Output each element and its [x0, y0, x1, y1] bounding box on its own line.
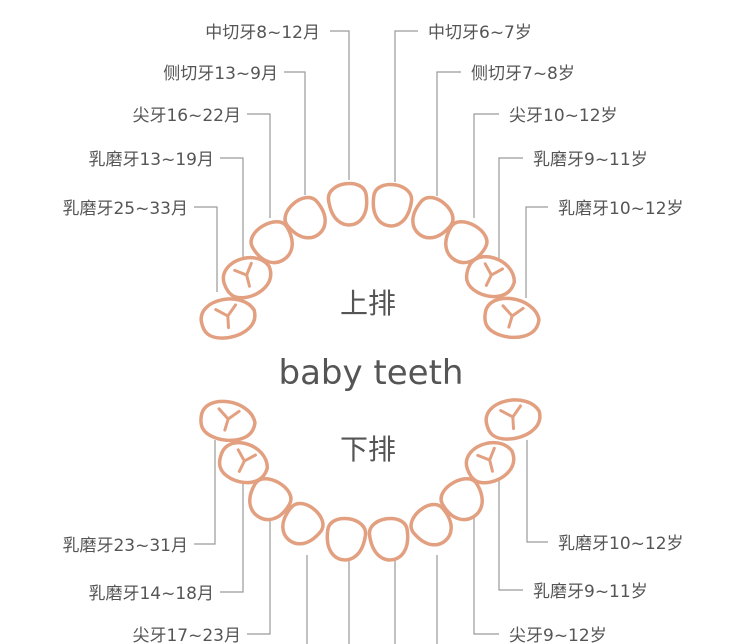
- leader-upper-right-central-incisor: [394, 30, 418, 182]
- upper-left-second-molar: [199, 297, 257, 340]
- leader-lower-left-canine: [247, 520, 271, 635]
- upper-left-canine: [249, 220, 294, 265]
- upper-left-canine-crown: [249, 220, 294, 265]
- upper-row-label: 上排: [340, 287, 396, 320]
- label-upper-left-first-molar: 乳磨牙13~19月: [88, 150, 214, 170]
- label-upper-right-canine: 尖牙10~12岁: [509, 106, 618, 126]
- lower-right-second-molar-groove: [499, 404, 522, 431]
- upper-left-lateral-incisor-crown: [283, 195, 327, 240]
- upper-right-lateral-incisor-crown: [411, 195, 455, 240]
- upper-right-first-molar: [464, 255, 517, 299]
- leader-lower-right-second-molar: [526, 440, 548, 543]
- upper-left-first-molar: [221, 255, 273, 300]
- label-upper-left-second-molar: 乳磨牙25~33月: [62, 199, 188, 219]
- upper-right-second-molar: [483, 296, 541, 340]
- label-lower-left-second-molar: 乳磨牙23~31月: [62, 536, 188, 556]
- upper-left-central-incisor-crown: [326, 181, 369, 227]
- label-upper-left-lateral-incisor: 侧切牙13~9月: [163, 64, 278, 84]
- label-lower-right-second-molar: 乳磨牙10~12岁: [558, 534, 684, 554]
- upper-right-first-molar-groove: [483, 262, 504, 287]
- lower-right-lateral-incisor: [409, 502, 453, 547]
- teeth: [199, 181, 542, 562]
- label-upper-right-first-molar: 乳磨牙9~11岁: [533, 150, 648, 170]
- label-upper-left-canine: 尖牙16~22月: [132, 106, 241, 126]
- lower-right-canine: [439, 477, 484, 522]
- label-lower-right-canine: 尖牙9~12岁: [509, 626, 607, 644]
- leader-upper-right-second-molar: [525, 206, 548, 298]
- label-upper-right-lateral-incisor: 侧切牙7~8岁: [471, 64, 575, 84]
- leader-upper-left-canine: [247, 113, 271, 218]
- lower-left-central-incisor: [325, 516, 368, 562]
- lower-left-central-incisor-crown: [325, 516, 368, 562]
- upper-left-second-molar-groove: [214, 303, 237, 330]
- leader-upper-left-lateral-incisor: [284, 71, 306, 195]
- lower-right-central-incisor: [367, 516, 410, 562]
- leader-lower-left-second-molar: [194, 440, 216, 545]
- label-lower-left-canine: 尖牙17~23月: [132, 626, 241, 644]
- upper-left-central-incisor: [326, 181, 369, 227]
- leader-lower-right-first-molar: [498, 478, 523, 591]
- label-upper-right-second-molar: 乳磨牙10~12岁: [558, 199, 684, 219]
- label-upper-right-central-incisor: 中切牙6~7岁: [428, 23, 532, 43]
- lower-left-second-molar: [199, 399, 257, 443]
- leader-upper-right-first-molar: [498, 157, 523, 262]
- label-upper-left-central-incisor: 中切牙8~12月: [205, 23, 320, 43]
- leader-upper-right-lateral-incisor: [436, 71, 461, 196]
- lower-left-lateral-incisor: [281, 501, 325, 546]
- upper-right-second-molar-groove: [501, 304, 525, 329]
- lower-row-label: 下排: [340, 433, 396, 466]
- leader-upper-left-second-molar: [194, 206, 218, 292]
- upper-left-lateral-incisor: [283, 195, 327, 240]
- lower-right-first-molar-groove: [476, 446, 496, 473]
- lower-right-lateral-incisor-crown: [409, 502, 453, 547]
- label-lower-left-first-molar: 乳磨牙14~18月: [88, 584, 214, 604]
- lower-right-canine-crown: [439, 477, 484, 522]
- leader-lower-left-first-molar: [220, 478, 244, 593]
- lower-right-second-molar: [484, 398, 542, 441]
- lower-right-central-incisor-crown: [367, 516, 410, 562]
- leader-upper-right-canine: [473, 113, 499, 218]
- lower-left-canine: [248, 477, 293, 522]
- leader-lines: [194, 30, 548, 644]
- upper-right-central-incisor-crown: [371, 182, 414, 228]
- lower-left-second-molar-groove: [217, 407, 241, 432]
- leader-upper-left-first-molar: [220, 157, 244, 258]
- leader-lower-right-canine: [473, 518, 499, 635]
- label-lower-right-first-molar: 乳磨牙9~11岁: [533, 582, 648, 602]
- lower-left-canine-crown: [248, 477, 293, 522]
- diagram-title: baby teeth: [279, 353, 464, 393]
- leader-upper-left-central-incisor: [330, 30, 350, 180]
- upper-left-first-molar-groove: [233, 261, 253, 288]
- lower-right-first-molar: [464, 440, 516, 485]
- upper-right-central-incisor: [371, 182, 414, 228]
- lower-left-first-molar-groove: [236, 448, 257, 473]
- upper-right-lateral-incisor: [411, 195, 455, 240]
- lower-left-lateral-incisor-crown: [281, 501, 325, 546]
